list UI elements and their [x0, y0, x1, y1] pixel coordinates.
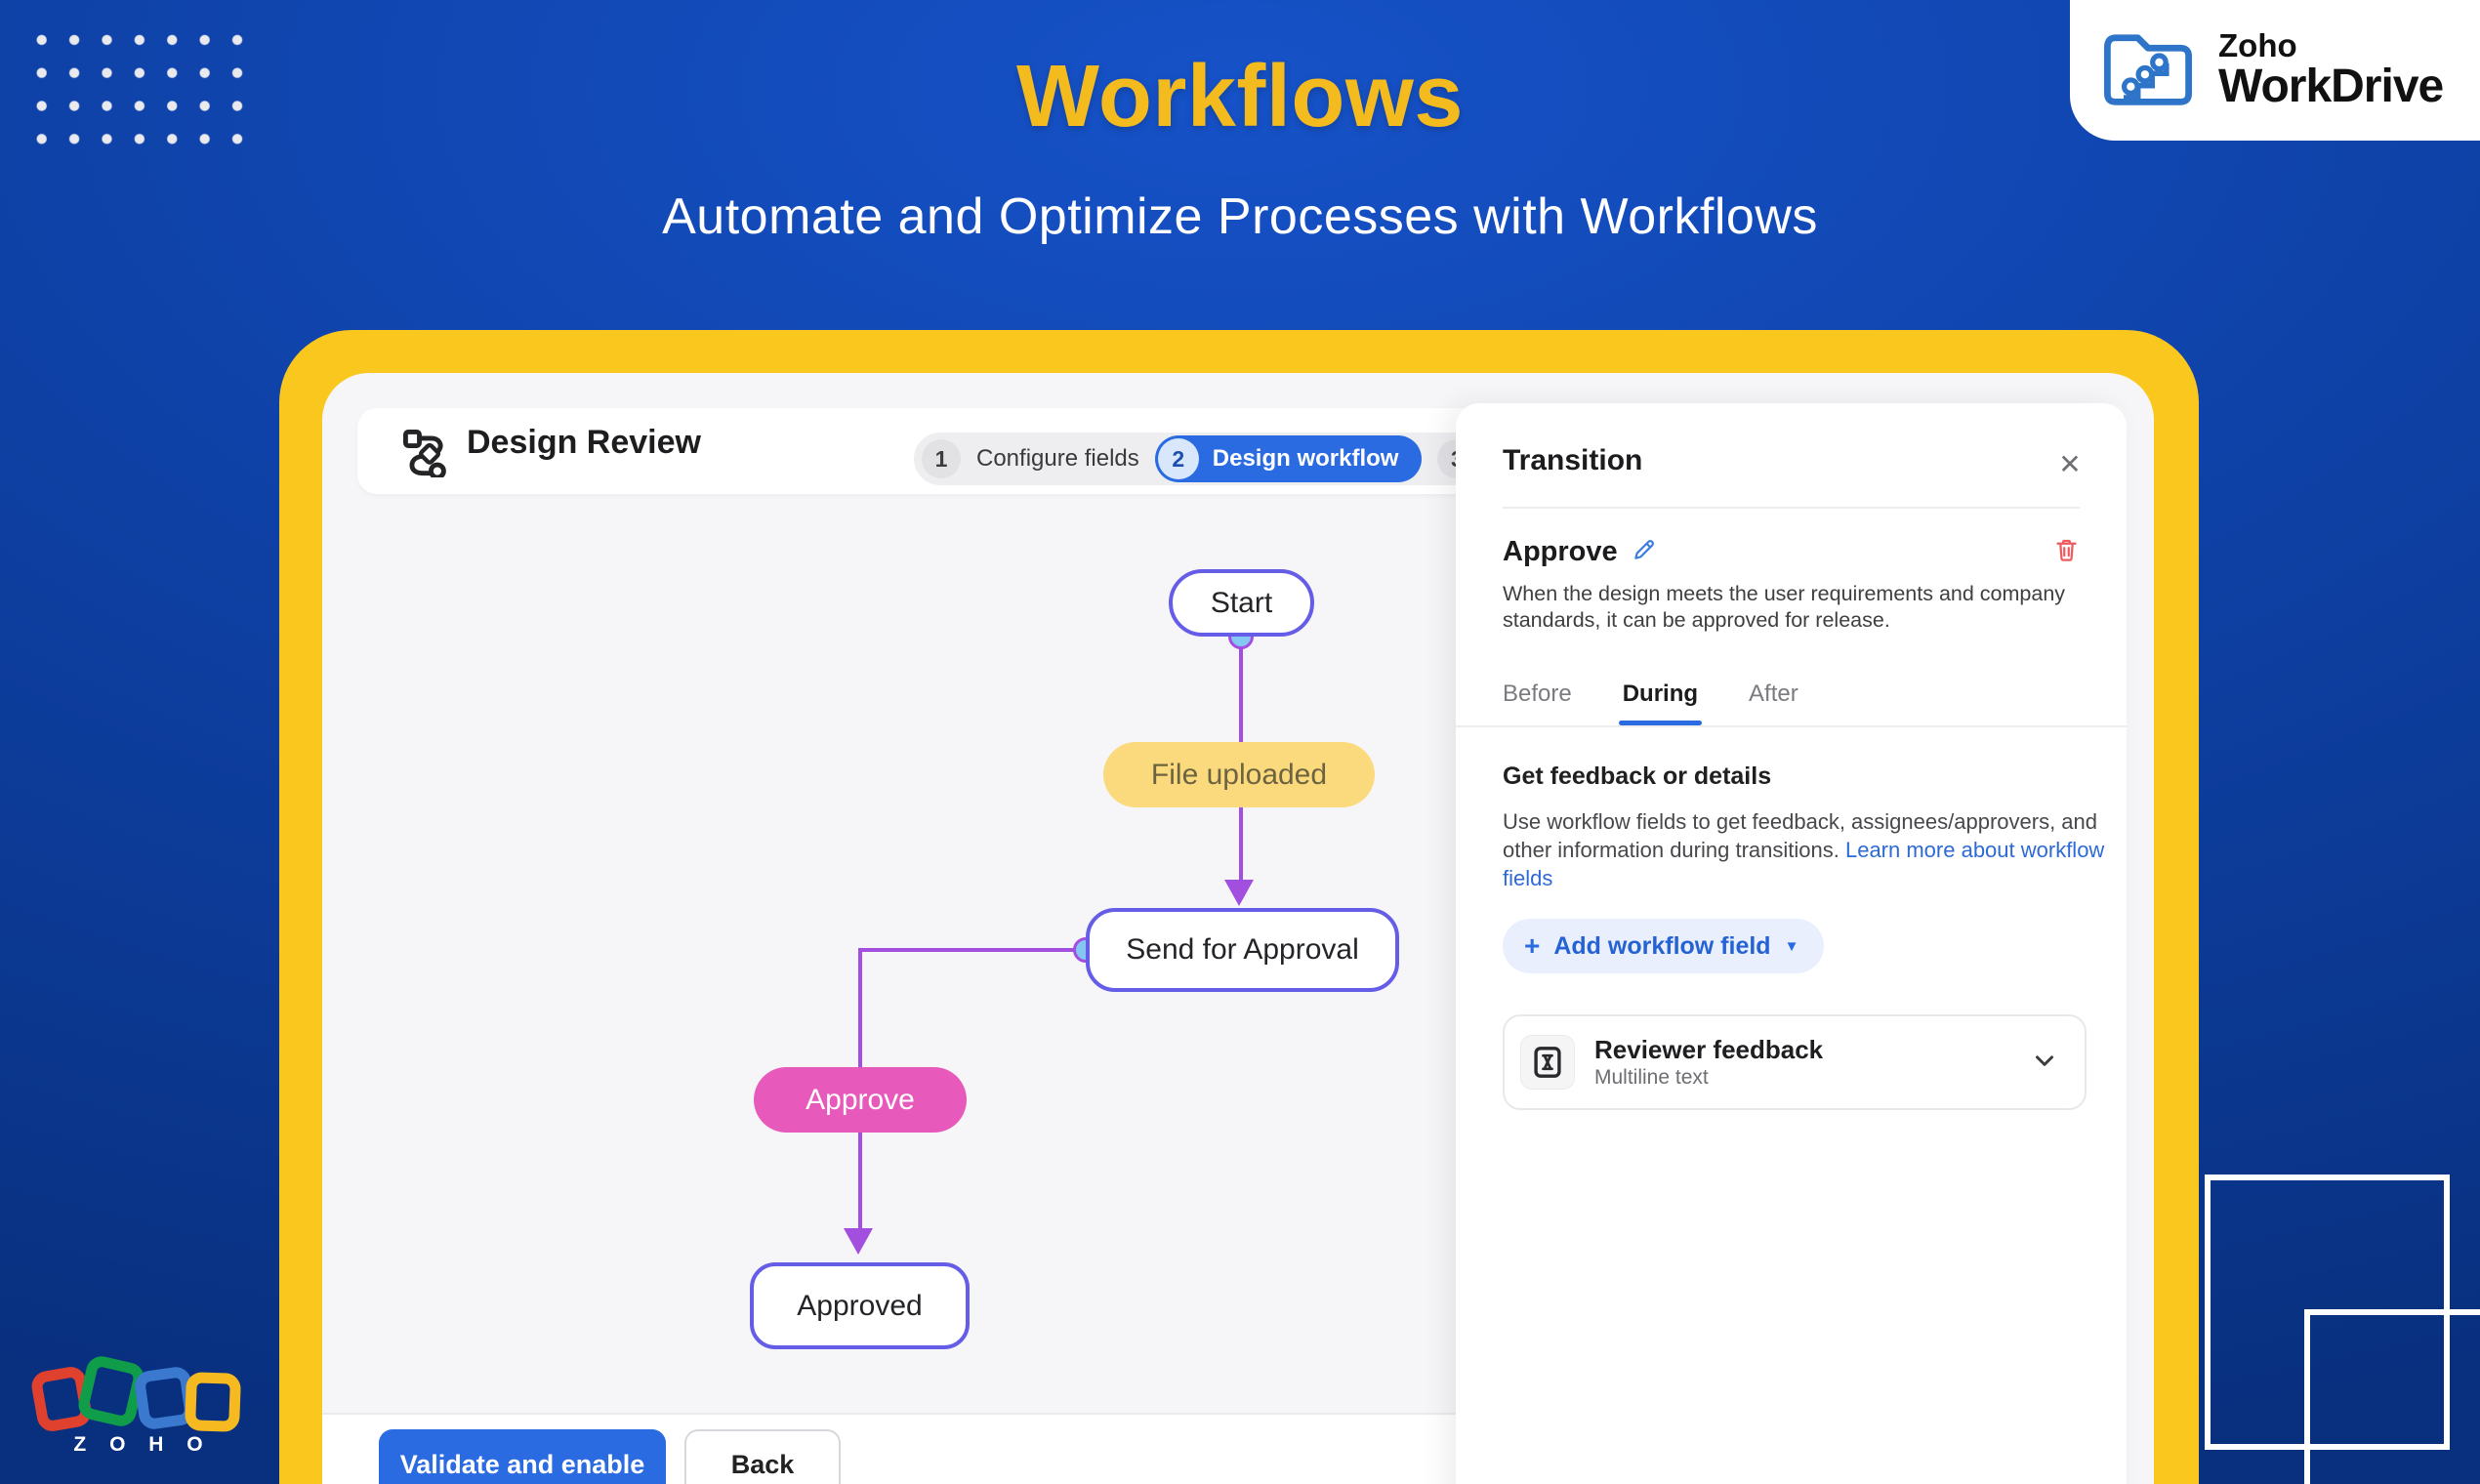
node-approved[interactable]: Approved — [750, 1262, 970, 1349]
panel-divider — [1503, 507, 2080, 509]
dot-grid-decoration — [25, 23, 256, 160]
workdrive-logo-card: Zoho WorkDrive — [2070, 0, 2480, 141]
validate-and-enable-button[interactable]: Validate and enable — [379, 1429, 666, 1484]
step-2-number: 2 — [1157, 438, 1199, 479]
brand-zoho-label: Zoho — [2218, 27, 2297, 63]
delete-trash-icon[interactable] — [2053, 537, 2080, 568]
section-body: Use workflow fields to get feedback, ass… — [1503, 807, 2106, 892]
close-icon[interactable]: ✕ — [2058, 448, 2082, 479]
learn-more-link[interactable]: Learn more about workflow fields — [1503, 838, 2105, 890]
field-name: Reviewer feedback — [1594, 1035, 1824, 1064]
step-1-label[interactable]: Configure fields — [976, 445, 1139, 472]
step-1-number[interactable]: 1 — [922, 439, 961, 478]
arrowhead-into-send — [1224, 880, 1254, 906]
panel-tabs: Before During After — [1456, 665, 2127, 727]
connector-elbow-vertical — [858, 948, 862, 1069]
wizard-steps: 1 Configure fields 2 Design workflow 3 — [914, 433, 1485, 485]
add-workflow-field-label: Add workflow field — [1553, 931, 1771, 960]
add-workflow-field-button[interactable]: + Add workflow field ▼ — [1503, 919, 1825, 973]
step-2-active[interactable]: 2 Design workflow — [1154, 435, 1423, 482]
node-trigger-file-uploaded[interactable]: File uploaded — [1103, 742, 1375, 807]
section-heading: Get feedback or details — [1503, 763, 1772, 790]
transition-panel: Transition ✕ Approve When the design me — [1456, 403, 2127, 1484]
edit-pencil-icon[interactable] — [1632, 537, 1657, 567]
connector-approve-to-approved — [858, 1133, 862, 1230]
tab-after[interactable]: After — [1749, 680, 1798, 707]
workdrive-folder-icon — [2097, 24, 2199, 117]
workflow-icon — [400, 427, 451, 482]
chevron-down-icon[interactable] — [2030, 1046, 2059, 1080]
page-subtitle: Automate and Optimize Processes with Wor… — [662, 188, 1818, 245]
page-title: Workflows — [1016, 48, 1464, 145]
transition-name: Approve — [1503, 536, 1618, 567]
step-2-label: Design workflow — [1212, 445, 1399, 472]
connector-start-to-trigger — [1239, 637, 1243, 742]
tab-during[interactable]: During — [1618, 680, 1703, 725]
zoho-logo-yellow-square — [184, 1372, 242, 1432]
node-transition-approve[interactable]: Approve — [754, 1067, 967, 1133]
plus-icon: + — [1524, 930, 1541, 961]
node-start[interactable]: Start — [1169, 569, 1314, 637]
node-send-for-approval[interactable]: Send for Approval — [1086, 908, 1399, 992]
section-body-text: Use workflow fields to get feedback, ass… — [1503, 809, 2097, 862]
arrowhead-into-approved — [844, 1228, 873, 1255]
tab-before[interactable]: Before — [1503, 680, 1572, 707]
deco-rectangle-small — [2304, 1309, 2480, 1484]
caret-down-icon: ▼ — [1784, 937, 1799, 955]
brand-workdrive-label: WorkDrive — [2218, 61, 2444, 112]
connector-trigger-to-send — [1239, 807, 1243, 882]
workflow-title: Design Review — [467, 424, 701, 461]
panel-title: Transition — [1503, 444, 1643, 476]
back-button[interactable]: Back — [684, 1429, 841, 1484]
field-type: Multiline text — [1594, 1066, 1709, 1089]
transition-description: When the design meets the user requireme… — [1503, 582, 2066, 632]
workflow-field-card[interactable]: Reviewer feedback Multiline text — [1503, 1014, 2087, 1110]
zoho-logo-wordmark: Z O H O — [73, 1433, 212, 1456]
multiline-text-field-icon — [1520, 1035, 1575, 1090]
connector-send-elbow-horizontal — [858, 948, 1077, 952]
